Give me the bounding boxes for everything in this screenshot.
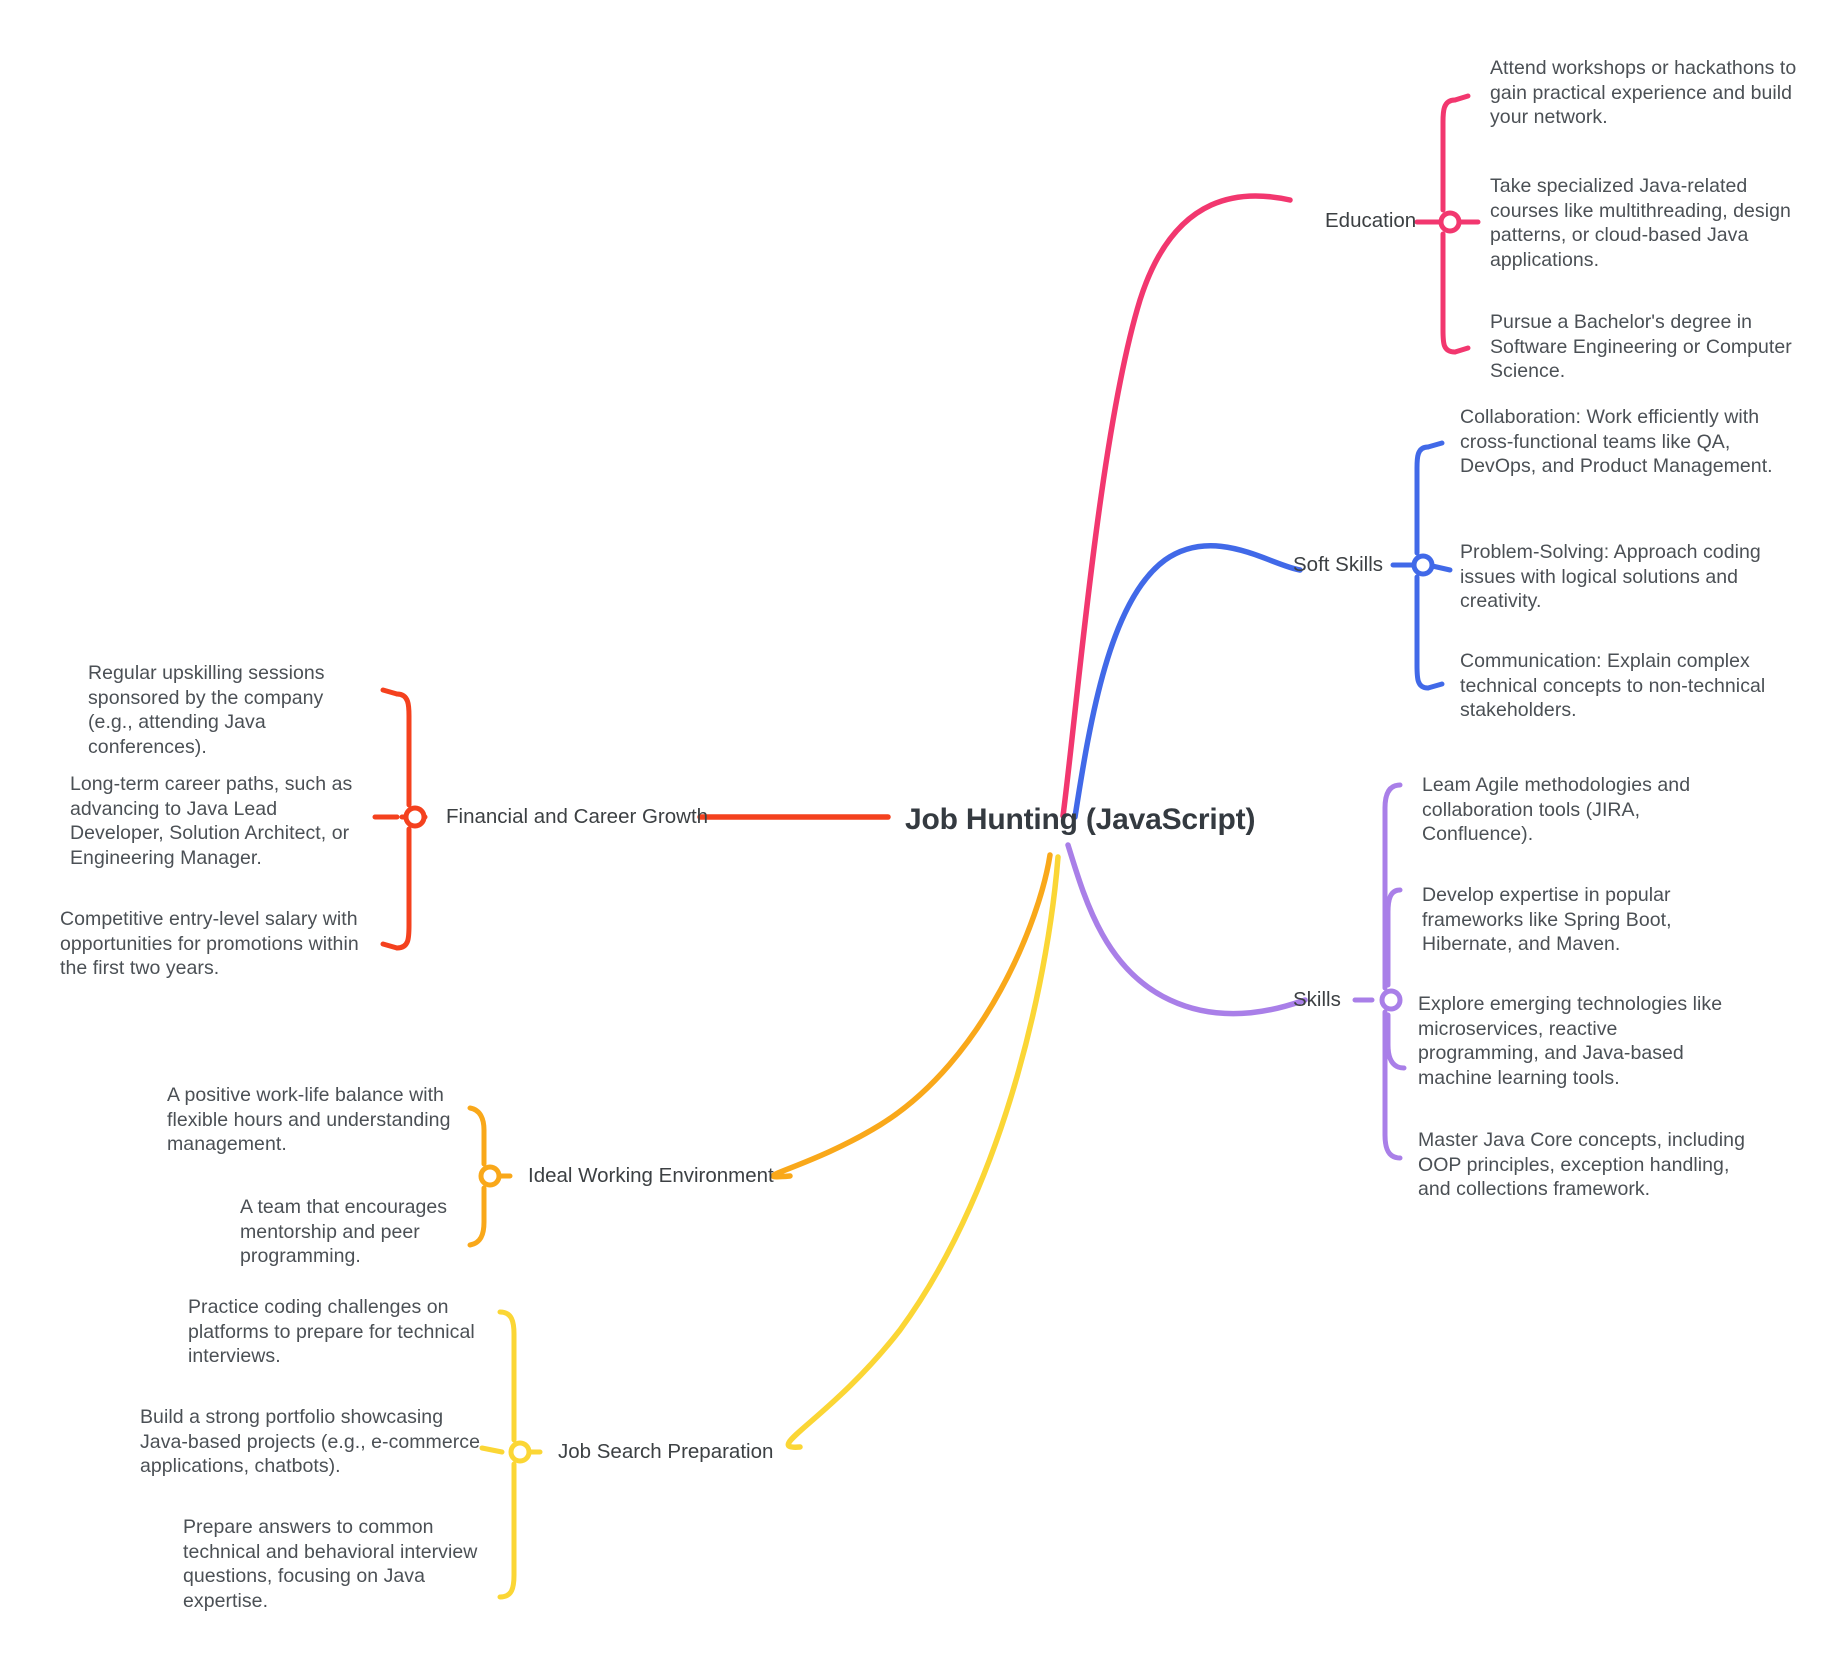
education-spine-bottom <box>1440 231 1458 355</box>
soft-skills-leaf-stem-3 <box>1425 681 1445 691</box>
leaf-soft-skills-3[interactable]: Communication: Explain complex technical… <box>1460 650 1766 722</box>
soft-skills-leaf-stem-2 <box>1425 562 1453 573</box>
education-leaf-stem-1 <box>1452 93 1471 103</box>
job-search-spine-bottom <box>497 1461 517 1600</box>
ideal-env-spine-top <box>467 1105 487 1167</box>
job-search-node-dot[interactable] <box>508 1440 532 1464</box>
financial-spine-bottom <box>394 826 412 951</box>
education-node-dot[interactable] <box>1438 210 1462 234</box>
soft-skills-trunk <box>1072 543 1303 820</box>
financial-leaf-stem-1 <box>380 687 400 697</box>
job-search-branch <box>479 854 1061 1600</box>
soft-skills-leaf-stem-1 <box>1425 440 1445 450</box>
financial-leaf-stem-3 <box>380 941 400 951</box>
leaf-education-2[interactable]: Take specialized Java-related courses li… <box>1490 175 1791 271</box>
skills-spine-bottom <box>1382 1009 1403 1161</box>
branch-label-financial[interactable]: Financial and Career Growth <box>446 805 709 828</box>
education-trunk <box>1060 193 1293 819</box>
leaf-job-search-1[interactable]: Practice coding challenges on platforms … <box>188 1296 475 1368</box>
education-leaf-stem-3 <box>1452 345 1471 355</box>
leaf-financial-1[interactable]: Regular upskilling sessions sponsored by… <box>88 662 325 758</box>
center-title: Job Hunting (JavaScript) <box>905 803 1256 836</box>
education-spine-top <box>1440 97 1458 213</box>
ideal-env-trunk <box>770 852 1053 1180</box>
leaf-skills-2[interactable]: Develop expertise in popular frameworks … <box>1422 884 1672 956</box>
leaf-education-3[interactable]: Pursue a Bachelor's degree in Software E… <box>1490 311 1792 383</box>
financial-node-dot[interactable] <box>403 805 427 829</box>
leaf-skills-3[interactable]: Explore emerging technologies like micro… <box>1418 993 1723 1089</box>
ideal-env-node-dot[interactable] <box>478 1164 502 1188</box>
skills-spine-inner-bottom <box>1385 1012 1407 1071</box>
leaf-skills-1[interactable]: Leam Agile methodologies and collaborati… <box>1422 774 1691 846</box>
soft-skills-spine-top <box>1414 444 1431 556</box>
skills-node-dot[interactable] <box>1379 988 1403 1012</box>
leaf-financial-3[interactable]: Competitive entry-level salary with oppo… <box>60 908 359 980</box>
soft-skills-node-dot[interactable] <box>1411 553 1435 577</box>
skills-trunk <box>1065 842 1308 1017</box>
branch-label-soft-skills[interactable]: Soft Skills <box>1293 553 1383 576</box>
branch-label-education[interactable]: Education <box>1325 209 1417 232</box>
skills-spine-inner-top <box>1385 887 1403 988</box>
financial-spine-top <box>394 691 412 808</box>
leaf-job-search-2[interactable]: Build a strong portfolio showcasing Java… <box>140 1406 480 1478</box>
job-search-spine-top <box>497 1309 517 1443</box>
leaf-education-1[interactable]: Attend workshops or hackathons to gain p… <box>1490 57 1797 129</box>
soft-skills-spine-bottom <box>1414 574 1431 691</box>
job-search-leaf-stem-2 <box>479 1445 505 1455</box>
branch-label-skills[interactable]: Skills <box>1293 988 1341 1011</box>
education-branch <box>1060 93 1481 819</box>
leaf-financial-2[interactable]: Long-term career paths, such as advancin… <box>70 773 353 869</box>
job-search-trunk <box>785 854 1061 1450</box>
leaf-ideal-env-1[interactable]: A positive work-life balance with flexib… <box>167 1084 451 1156</box>
branch-label-job-search[interactable]: Job Search Preparation <box>558 1440 774 1463</box>
leaf-soft-skills-2[interactable]: Problem-Solving: Approach coding issues … <box>1460 541 1761 613</box>
ideal-env-spine-bottom <box>467 1185 487 1248</box>
leaf-skills-4[interactable]: Master Java Core concepts, including OOP… <box>1418 1129 1745 1201</box>
leaf-soft-skills-1[interactable]: Collaboration: Work efficiently with cro… <box>1460 406 1773 478</box>
leaf-job-search-3[interactable]: Prepare answers to common technical and … <box>183 1516 478 1612</box>
skills-spine-top <box>1382 782 1403 991</box>
soft-skills-branch <box>1072 440 1453 820</box>
leaf-ideal-env-2[interactable]: A team that encourages mentorship and pe… <box>240 1196 448 1268</box>
branch-label-ideal-env[interactable]: Ideal Working Environment <box>528 1164 774 1187</box>
skills-branch <box>1065 782 1407 1161</box>
